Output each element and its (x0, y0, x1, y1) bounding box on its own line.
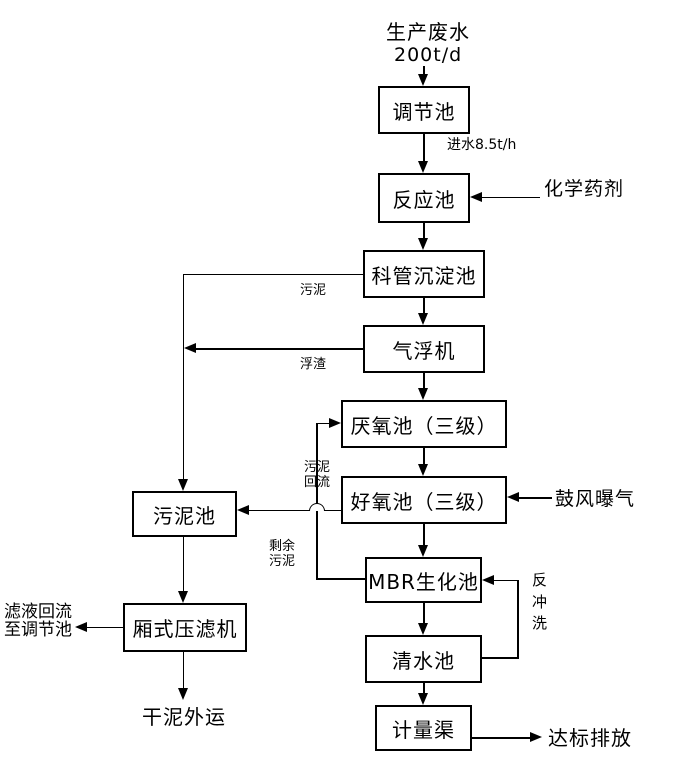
edge-tiaojiechi-fanyingchi-arrowhead (418, 161, 428, 173)
edge-chemical-arrowhead (470, 191, 482, 202)
edge-sludge-return-vertical-lower (316, 511, 318, 579)
left-rail-line (182, 273, 184, 480)
edge-sludge-return-top-line (316, 422, 330, 424)
node-mbr: MBR生化池 (365, 557, 482, 603)
sludge-return-label-line1: 污泥 (303, 460, 330, 475)
edge-qifuji-scum-line (196, 348, 363, 350)
node-tiaojiechi-label: 调节池 (392, 99, 456, 124)
sludge-return-label: 污泥 回流 (302, 460, 332, 491)
edge-tiaojiechi-fanyingchi-line (423, 134, 425, 162)
node-haoyangchi-label: 好氧池（三级） (350, 489, 498, 514)
discharge-label: 达标排放 (548, 726, 632, 750)
edge-blower-line (519, 497, 552, 499)
edge-backwash-arrowhead (482, 574, 494, 585)
edge-qingshuichi-jiliangqu-arrowhead (418, 693, 428, 705)
edge-wunichi-yalvji-arrowhead (178, 591, 188, 603)
edge-backwash-top-line (494, 579, 518, 581)
edge-fanyingchi-keguan-arrowhead (418, 238, 428, 250)
node-fanyingchi: 反应池 (378, 173, 470, 223)
node-yanyangchi-label: 厌氧池（三级） (350, 413, 498, 438)
edge-wunichi-yalvji-line (182, 537, 184, 592)
edge-yalvji-drysludge-line (182, 652, 184, 689)
edge-rail-wunichi-arrowhead (178, 479, 188, 491)
edge-backwash-vertical-line (517, 580, 519, 659)
node-wunichi: 污泥池 (132, 491, 237, 537)
edge-keguan-qifuji-line (423, 298, 425, 314)
edge-blower-arrowhead (507, 492, 519, 502)
edge-filtrate-line (87, 626, 123, 628)
node-xiangshiyalvji: 厢式压滤机 (123, 603, 247, 652)
edge-fanyingchi-keguan-line (423, 223, 425, 239)
excess-sludge-label-line2: 污泥 (268, 553, 295, 569)
line-jump-hop (309, 502, 325, 511)
node-xiangshiyalvji-label: 厢式压滤机 (132, 617, 238, 641)
blower-aeration-label: 鼓风曝气 (555, 488, 636, 510)
node-haoyangchi: 好氧池（三级） (341, 476, 507, 524)
edge-excess-sludge-arrowhead (237, 504, 249, 515)
chemical-agent-label: 化学药剂 (544, 178, 625, 200)
edge-haoyangchi-mbr-arrowhead (418, 545, 428, 557)
excess-sludge-label: 剩余 污泥 (267, 539, 297, 570)
edge-backwash-bottom-line (482, 657, 519, 659)
edge-source-tiaojiechi-arrowhead (418, 74, 428, 86)
filtrate-return-label-line1: 滤液回流 (4, 602, 72, 622)
sludge-return-label-line2: 回流 (303, 474, 330, 490)
node-qingshuichi-label: 清水池 (392, 648, 455, 673)
edge-sludge-return-bottom-line (316, 578, 365, 580)
edge-sludge-return-vertical-upper (316, 423, 318, 504)
node-keguanchendianchi-label: 科管沉淀池 (371, 263, 477, 288)
filtrate-return-label: 滤液回流 至调节池 (4, 602, 72, 640)
edge-yanyangchi-haoyangchi-line (423, 448, 425, 465)
edge-qifuji-scum-arrowhead (184, 343, 196, 353)
edge-discharge-arrowhead (530, 732, 542, 742)
edge-mbr-qingshuichi-line (423, 603, 425, 624)
edge-excess-sludge-line-left (248, 509, 310, 511)
edge-source-tiaojiechi-line (423, 66, 425, 75)
node-qifuji: 气浮机 (363, 325, 485, 373)
edge-chemical-line (482, 196, 540, 198)
edge-qifuji-yanyangchi-arrowhead (418, 388, 428, 400)
node-jiliangqu: 计量渠 (375, 705, 472, 751)
node-jiliangqu-label: 计量渠 (392, 717, 455, 742)
filtrate-return-label-line2: 至调节池 (4, 619, 72, 640)
edge-sludge-return-arrowhead (329, 417, 341, 428)
node-keguanchendianchi: 科管沉淀池 (363, 250, 485, 298)
sludge-label: 污泥 (300, 283, 327, 298)
node-wunichi-label: 污泥池 (153, 503, 216, 528)
dry-sludge-label: 干泥外运 (142, 705, 226, 729)
source-label: 生产废水 (386, 20, 470, 44)
node-qifuji-label: 气浮机 (392, 338, 456, 363)
excess-sludge-label-line1: 剩余 (268, 539, 295, 554)
inflow-rate-label: 进水8.5t/h (447, 137, 517, 153)
node-tiaojiechi: 调节池 (378, 86, 470, 134)
node-yanyangchi: 厌氧池（三级） (341, 400, 507, 448)
edge-haoyangchi-mbr-line (423, 524, 425, 546)
node-fanyingchi-label: 反应池 (392, 187, 456, 212)
edge-qifuji-yanyangchi-line (423, 373, 425, 389)
edge-mbr-qingshuichi-arrowhead (418, 623, 428, 635)
node-mbr-label: MBR生化池 (368, 569, 479, 594)
source-flowrate-label: 200t/d (394, 44, 463, 66)
edge-keguan-qifuji-arrowhead (418, 313, 428, 325)
backwash-label: 反冲洗 (532, 571, 548, 632)
edge-excess-sludge-line-right (323, 509, 341, 511)
edge-discharge-line (472, 737, 530, 739)
edge-filtrate-arrowhead (75, 621, 87, 632)
node-qingshuichi: 清水池 (365, 635, 482, 683)
edge-qingshuichi-jiliangqu-line (423, 683, 425, 694)
edge-yanyangchi-haoyangchi-arrowhead (418, 464, 428, 476)
edge-keguan-sludge-line (183, 273, 363, 275)
edge-yalvji-drysludge-arrowhead (178, 688, 188, 700)
scum-label: 浮渣 (300, 357, 327, 372)
